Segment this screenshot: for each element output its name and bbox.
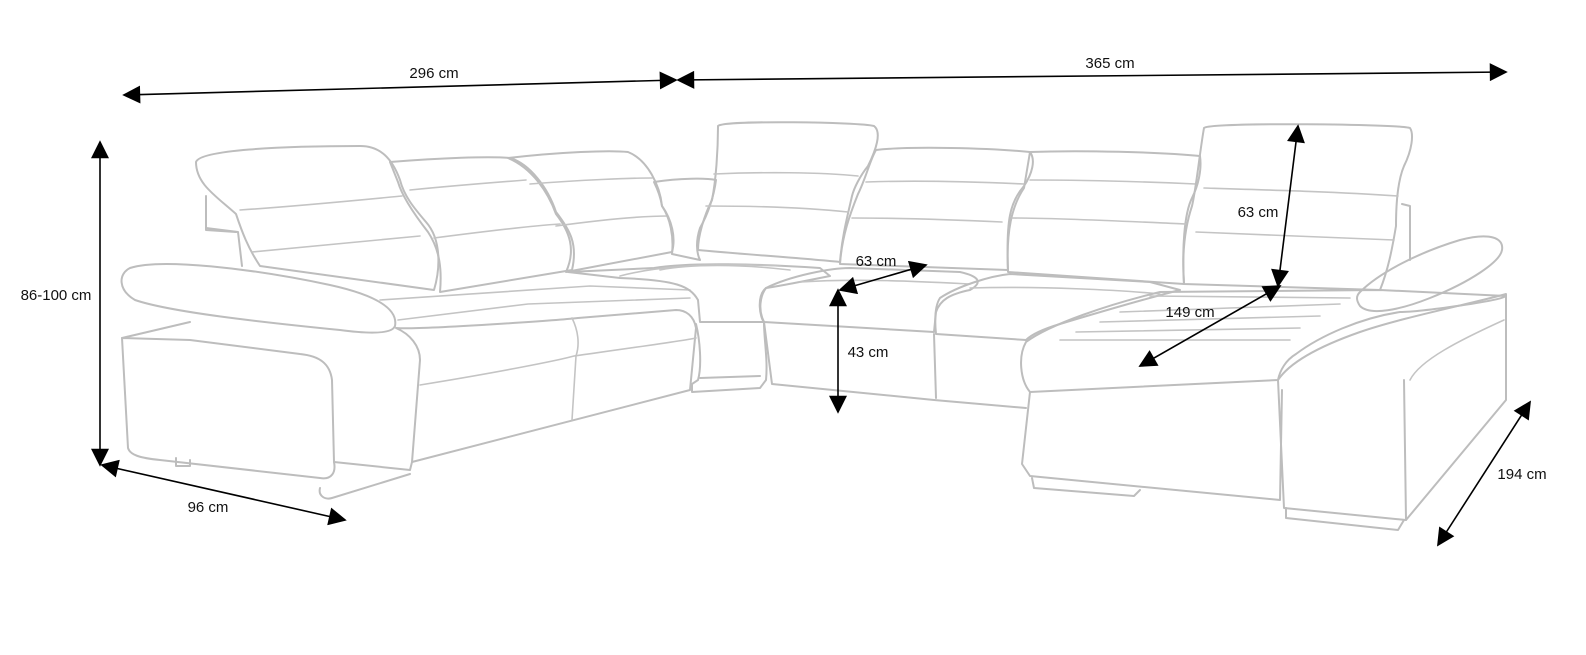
label-height: 86-100 cm [21, 287, 92, 304]
middle-back-cushion-2 [1006, 150, 1202, 285]
middle-seat-1 [759, 267, 979, 333]
middle-back-cushion-1 [839, 146, 1034, 271]
right-arm-base [1277, 293, 1507, 521]
left-back-headrest-1 [195, 145, 440, 291]
middle-headrest [697, 121, 879, 263]
left-seat-front [395, 309, 697, 463]
label-right-depth: 194 cm [1497, 466, 1546, 483]
left-back-cushion-2 [389, 156, 576, 293]
dim-line-right-depth [1437, 400, 1531, 547]
label-left-depth: 96 cm [188, 499, 229, 516]
right-armrest-cushion [1356, 235, 1504, 313]
label-middle-headrest: 63 cm [856, 253, 897, 270]
dim-line-chaise-length [1138, 285, 1282, 367]
left-base [121, 337, 336, 480]
dimension-labels: 296 cm 365 cm 86-100 cm 96 cm 194 cm 63 … [21, 55, 1547, 516]
right-headrest [1182, 123, 1413, 291]
label-seat-height: 43 cm [848, 344, 889, 361]
dim-line-left-width [122, 71, 678, 104]
label-chaise-length: 149 cm [1165, 304, 1214, 321]
left-armrest-cushion [120, 263, 397, 334]
label-right-width: 365 cm [1085, 55, 1134, 72]
label-right-headrest: 63 cm [1238, 204, 1279, 221]
dimension-lines [91, 63, 1531, 547]
label-left-width: 296 cm [409, 65, 458, 82]
middle-seat-2 [934, 273, 1181, 341]
dim-line-right-headrest [1271, 124, 1305, 288]
sofa-outline [120, 121, 1507, 531]
dim-line-left-depth [100, 459, 347, 526]
dim-line-right-width [676, 63, 1508, 89]
corner-seat [567, 263, 831, 323]
corner-back [653, 177, 717, 261]
left-back-cushion-3 [507, 150, 675, 273]
dim-line-middle-headrest [838, 260, 928, 295]
chaise-seat [1020, 289, 1507, 393]
